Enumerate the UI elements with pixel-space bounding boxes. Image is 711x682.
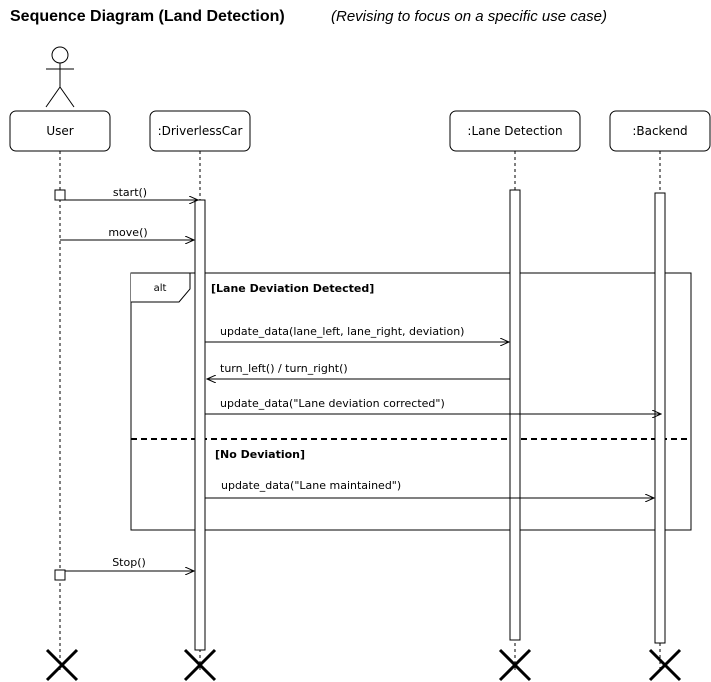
car-destroy-icon xyxy=(183,648,217,682)
message-turn: turn_left() / turn_right() xyxy=(207,362,510,379)
alt-operator-label: alt xyxy=(154,283,167,294)
message-stop: Stop() xyxy=(65,556,194,571)
message-stop-label: Stop() xyxy=(112,556,146,569)
participant-car-label: :DriverlessCar xyxy=(158,124,243,138)
participant-driverless-car: :DriverlessCar xyxy=(149,110,251,152)
participant-lane-detection: :Lane Detection xyxy=(449,110,581,152)
message-update-lane-label: update_data(lane_left, lane_right, devia… xyxy=(220,325,464,338)
backend-activation xyxy=(654,192,666,644)
message-turn-label: turn_left() / turn_right() xyxy=(220,362,348,375)
user-actor-icon xyxy=(45,46,75,108)
participant-user: User xyxy=(9,110,111,152)
participant-backend: :Backend xyxy=(609,110,711,152)
message-update-maintained: update_data("Lane maintained") xyxy=(205,479,654,498)
user-destroy-icon xyxy=(45,648,79,682)
message-move: move() xyxy=(60,226,194,240)
message-move-label: move() xyxy=(108,226,147,239)
guard-no-deviation: [No Deviation] xyxy=(215,448,305,461)
lane-destroy-icon xyxy=(498,648,532,682)
message-update-lane: update_data(lane_left, lane_right, devia… xyxy=(205,325,509,342)
user-activation-stop xyxy=(54,569,66,581)
user-activation-start xyxy=(54,189,66,201)
participant-user-label: User xyxy=(46,124,73,138)
lane-activation xyxy=(509,189,521,641)
message-update-corrected-label: update_data("Lane deviation corrected") xyxy=(220,397,445,410)
diagram-subtitle: (Revising to focus on a specific use cas… xyxy=(331,8,607,25)
backend-destroy-icon xyxy=(648,648,682,682)
car-activation xyxy=(194,199,206,651)
message-start-label: start() xyxy=(113,186,147,199)
message-start: start() xyxy=(65,186,198,200)
message-update-maintained-label: update_data("Lane maintained") xyxy=(221,479,401,492)
diagram-title: Sequence Diagram (Land Detection) xyxy=(10,8,285,25)
alt-fragment: alt [Lane Deviation Detected] [No Deviat… xyxy=(130,272,692,531)
guard-lane-deviation: [Lane Deviation Detected] xyxy=(211,282,374,295)
message-update-corrected: update_data("Lane deviation corrected") xyxy=(205,397,661,414)
participant-lane-label: :Lane Detection xyxy=(467,124,562,138)
participant-backend-label: :Backend xyxy=(632,124,687,138)
